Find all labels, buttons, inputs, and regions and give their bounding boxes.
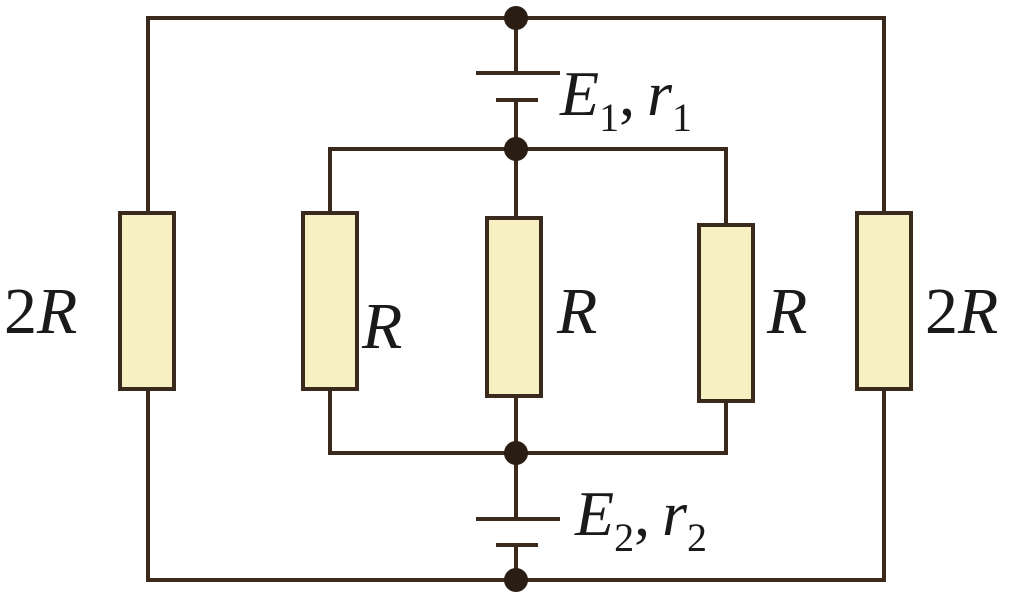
battery-top xyxy=(476,71,560,102)
label-battery-bottom: E2,r2 xyxy=(574,478,707,560)
label-inner-right-r: R xyxy=(766,275,807,348)
junction-bottom xyxy=(504,568,528,592)
label-inner-left-r: R xyxy=(361,290,402,363)
resistor-left-2r xyxy=(118,211,176,391)
resistor-inner-middle xyxy=(485,216,543,398)
label-left-2r: 2R xyxy=(4,275,77,348)
junction-top xyxy=(504,6,528,30)
junction-inner-top xyxy=(504,137,528,161)
junction-inner-bottom xyxy=(504,441,528,465)
resistor-inner-right xyxy=(697,223,755,403)
label-battery-top: E1,r1 xyxy=(559,58,692,140)
resistor-right-2r xyxy=(855,211,913,391)
label-right-2r: 2R xyxy=(925,275,998,348)
resistor-inner-left xyxy=(301,211,359,391)
label-inner-middle-r: R xyxy=(556,275,597,348)
battery-bottom xyxy=(476,517,560,547)
